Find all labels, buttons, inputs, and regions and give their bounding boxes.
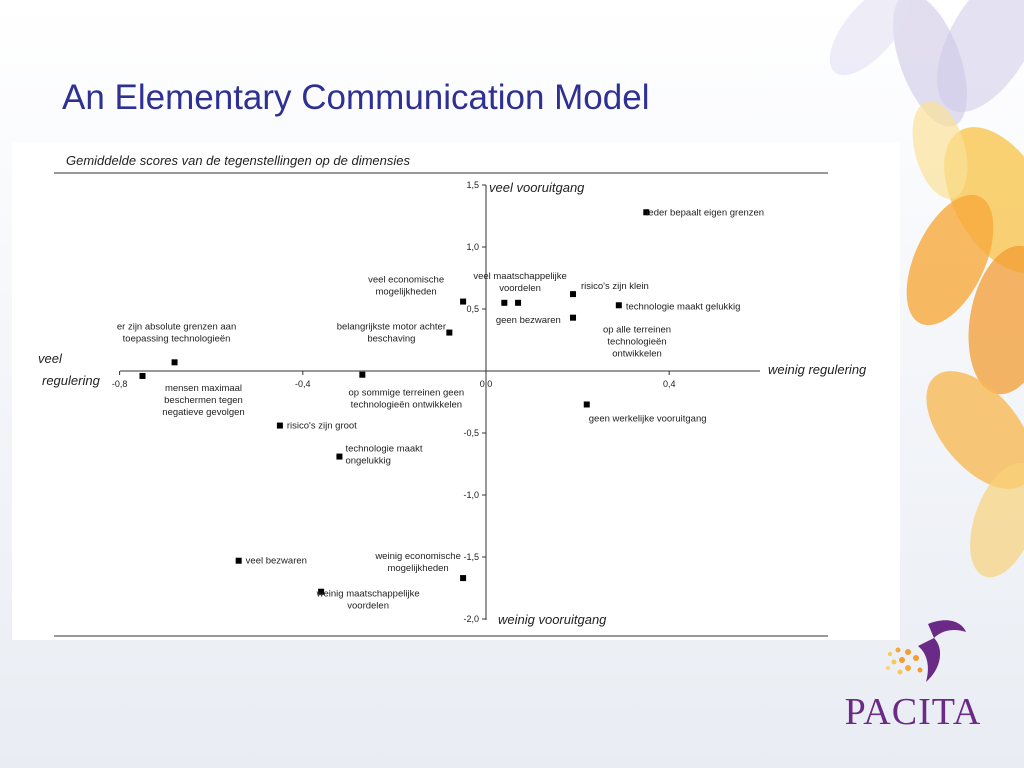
slide-title: An Elementary Communication Model	[62, 78, 650, 117]
x-tick-label: 0,4	[663, 379, 676, 389]
data-point-label-line: ieder bepaalt eigen grenzen	[646, 207, 764, 218]
data-point	[460, 298, 467, 305]
data-point-label-line: voordelen	[499, 283, 541, 294]
data-point	[139, 372, 146, 379]
logo-emblem-icon	[886, 620, 966, 682]
data-point	[643, 209, 650, 216]
data-point-label-line: mogelijkheden	[375, 287, 436, 298]
data-point-label-line: veel economische	[368, 275, 444, 286]
data-point	[318, 588, 325, 595]
data-point-label-line: risico's zijn groot	[287, 421, 357, 432]
chart-panel: Gemiddelde scores van de tegenstellingen…	[12, 142, 900, 640]
data-point-label-line: belangrijkste motor achter	[337, 322, 446, 333]
x-tick-label: 0,0	[480, 379, 493, 389]
data-point-label: geen bezwaren	[496, 315, 561, 326]
data-point	[615, 302, 622, 309]
data-point-label: ieder bepaalt eigen grenzen	[646, 207, 764, 218]
data-point-label: geen werkelijke vooruitgang	[589, 413, 707, 424]
data-point-label: veel bezwaren	[246, 556, 307, 567]
chart-title: Gemiddelde scores van de tegenstellingen…	[66, 153, 410, 168]
data-point-label-line: technologieën ontwikkelen	[351, 400, 462, 411]
data-point-label-line: beschermen tegen	[164, 395, 243, 406]
pacita-logo: PACITA	[838, 612, 988, 733]
ticks-layer: -0,8 -0,4 0,0 0,4 1,5 1,0 0,5 -0,5 -1,0 -1,5 -2,0	[112, 180, 676, 624]
data-point-label: technologie maakt gelukkig	[626, 301, 741, 312]
data-point-label-line: technologieën	[607, 337, 666, 348]
data-point	[570, 291, 577, 298]
data-point	[336, 453, 343, 460]
y-tick-label: -0,5	[463, 428, 479, 438]
y-tick-label: 1,5	[466, 180, 479, 190]
x-label-left-line2: regulering	[42, 373, 101, 388]
data-point-label-line: mensen maximaal	[165, 383, 242, 394]
x-label-right: weinig regulering	[768, 362, 867, 377]
data-point-label-line: op sommige terreinen geen	[349, 388, 465, 399]
x-label-left-line1: veel	[38, 351, 63, 366]
x-tick-label: -0,4	[295, 379, 311, 389]
data-point-label-line: toepassing technologieën	[123, 333, 231, 344]
data-point-label: risico's zijn klein	[581, 281, 649, 292]
logo-text: PACITA	[844, 691, 982, 733]
data-point	[501, 299, 508, 306]
data-point	[276, 422, 283, 429]
data-point-label-line: weinig economische	[374, 551, 461, 562]
data-point	[570, 314, 577, 321]
data-point-label-line: veel bezwaren	[246, 556, 307, 567]
data-point	[171, 359, 178, 366]
data-point-label-line: mogelijkheden	[387, 563, 448, 574]
points-layer: ieder bepaalt eigen grenzen veel maatscha…	[117, 207, 764, 611]
data-point-label-line: technologie maakt gelukkig	[626, 301, 741, 312]
data-point-label-line: er zijn absolute grenzen aan	[117, 321, 236, 332]
scatter-chart: Gemiddelde scores van de tegenstellingen…	[38, 153, 867, 637]
x-tick-label: -0,8	[112, 379, 128, 389]
data-point-label-line: ontwikkelen	[612, 349, 662, 360]
data-point-label-line: op alle terreinen	[603, 325, 671, 336]
data-point	[583, 401, 590, 408]
data-point-label-line: risico's zijn klein	[581, 281, 649, 292]
y-tick-label: -1,5	[463, 552, 479, 562]
data-point-label-line: negatieve gevolgen	[162, 407, 244, 418]
data-point-label-line: ongelukkig	[345, 456, 390, 467]
data-point-label-line: voordelen	[347, 601, 389, 612]
y-tick-label: -2,0	[463, 614, 479, 624]
data-point	[446, 329, 453, 336]
data-point	[515, 299, 522, 306]
data-point	[359, 371, 366, 378]
data-point-label-line: beschaving	[367, 334, 415, 345]
data-point-label: risico's zijn groot	[287, 421, 357, 432]
data-point-label-line: veel maatschappelijke	[473, 271, 566, 282]
y-tick-label: 0,5	[466, 304, 479, 314]
data-point	[235, 557, 242, 564]
y-label-bottom: weinig vooruitgang	[498, 612, 607, 627]
y-tick-label: 1,0	[466, 242, 479, 252]
y-label-top: veel vooruitgang	[489, 180, 585, 195]
data-point	[460, 575, 467, 582]
data-point-label-line: geen bezwaren	[496, 315, 561, 326]
data-point-label-line: weinig maatschappelijke	[316, 589, 420, 600]
data-point-label-line: geen werkelijke vooruitgang	[589, 413, 707, 424]
data-point-label-line: technologie maakt	[345, 444, 422, 455]
y-tick-label: -1,0	[463, 490, 479, 500]
